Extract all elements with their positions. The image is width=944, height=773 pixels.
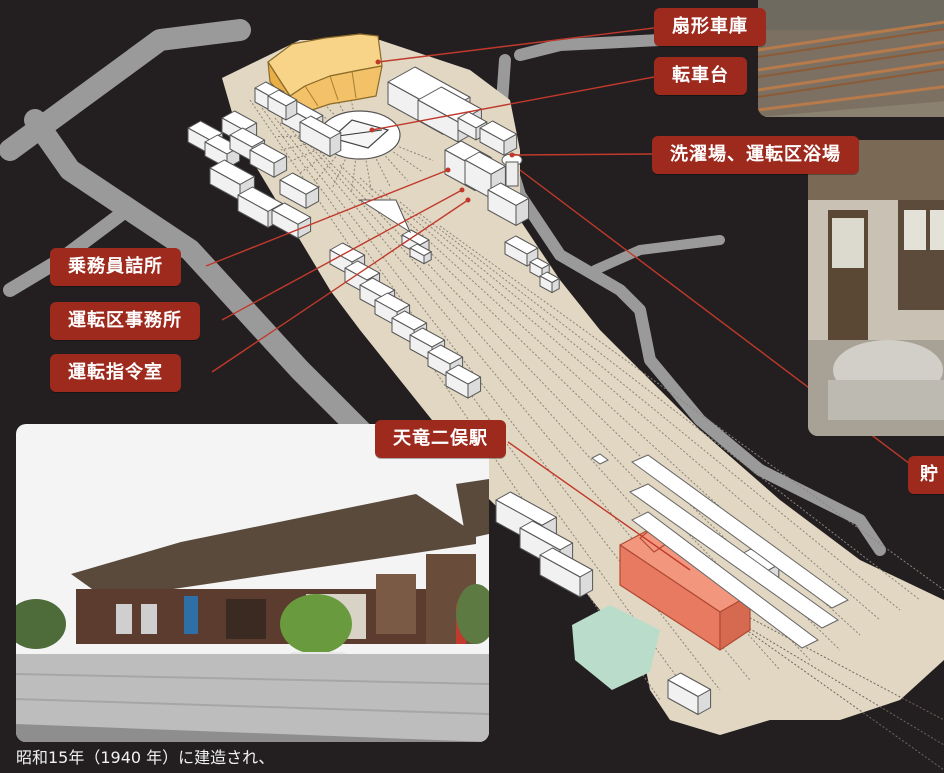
station-building [619,521,751,651]
building-box [279,172,320,209]
radial-track [375,158,391,188]
leader-dot [459,187,465,193]
building-box [539,547,594,598]
label-storage-partial: 貯 [908,456,944,494]
building-box [267,89,298,121]
building-box [249,142,288,178]
leader-dot [445,167,451,173]
photo-rail-tracks [758,0,944,117]
track-line [399,201,901,611]
radial-track [385,155,408,181]
turntable-bridge [330,119,390,149]
leader-line [211,199,469,373]
roundhouse-front [289,65,383,113]
radial-track [327,83,344,112]
water-tower-body [505,161,519,187]
building-box [445,364,482,399]
leader-line [511,153,653,156]
photo-laundry-interior [808,140,944,436]
leader-dot [509,152,515,158]
pond [572,605,660,690]
loading-wedge [358,199,412,234]
platform-kiosk [591,453,609,465]
label-dispatch-room: 運転指令室 [50,354,181,392]
label-depot-office: 運転区事務所 [50,302,200,340]
leader-line [507,441,691,571]
turntable-rails [337,129,383,137]
label-crew-room: 乗務員詰所 [50,248,181,286]
platform-1 [631,454,849,609]
building-box [479,120,518,156]
building-box [299,115,342,157]
radial-track [365,160,372,191]
leader-dot [465,197,471,203]
leader-line [371,76,655,131]
radial-track [299,152,329,174]
leader-line [205,169,449,267]
building-box [667,672,712,715]
building-box [539,271,560,294]
roundhouse-divisions [304,70,357,107]
track-line [419,213,921,601]
leader-line [377,27,655,63]
label-roundhouse: 扇形車庫 [654,8,766,46]
label-laundry-bath: 洗濯場、運転区浴場 [652,136,859,174]
road-east-branch [590,235,725,275]
photo-caption: 昭和15年（1940 年）に建造され、 [16,748,275,767]
leader-dot [375,59,381,65]
label-station: 天竜二俣駅 [375,420,506,458]
track-line [261,107,691,696]
track-line [274,117,721,691]
track-line [379,189,881,621]
building-box [271,202,312,239]
platform-3 [631,511,819,649]
track-line [659,574,944,746]
label-turntable: 転車台 [654,57,747,95]
building-box [209,159,255,201]
leader-dot [369,127,375,133]
radial-track [393,151,423,172]
photo-tenryu-futamata-station [16,424,489,742]
radial-track [351,160,357,191]
platforms [591,453,849,649]
platform-2 [628,483,839,629]
leader-line [221,189,463,321]
building-box [487,182,530,226]
building-box [409,243,432,265]
radial-track [314,156,337,183]
radial-track [332,159,346,188]
